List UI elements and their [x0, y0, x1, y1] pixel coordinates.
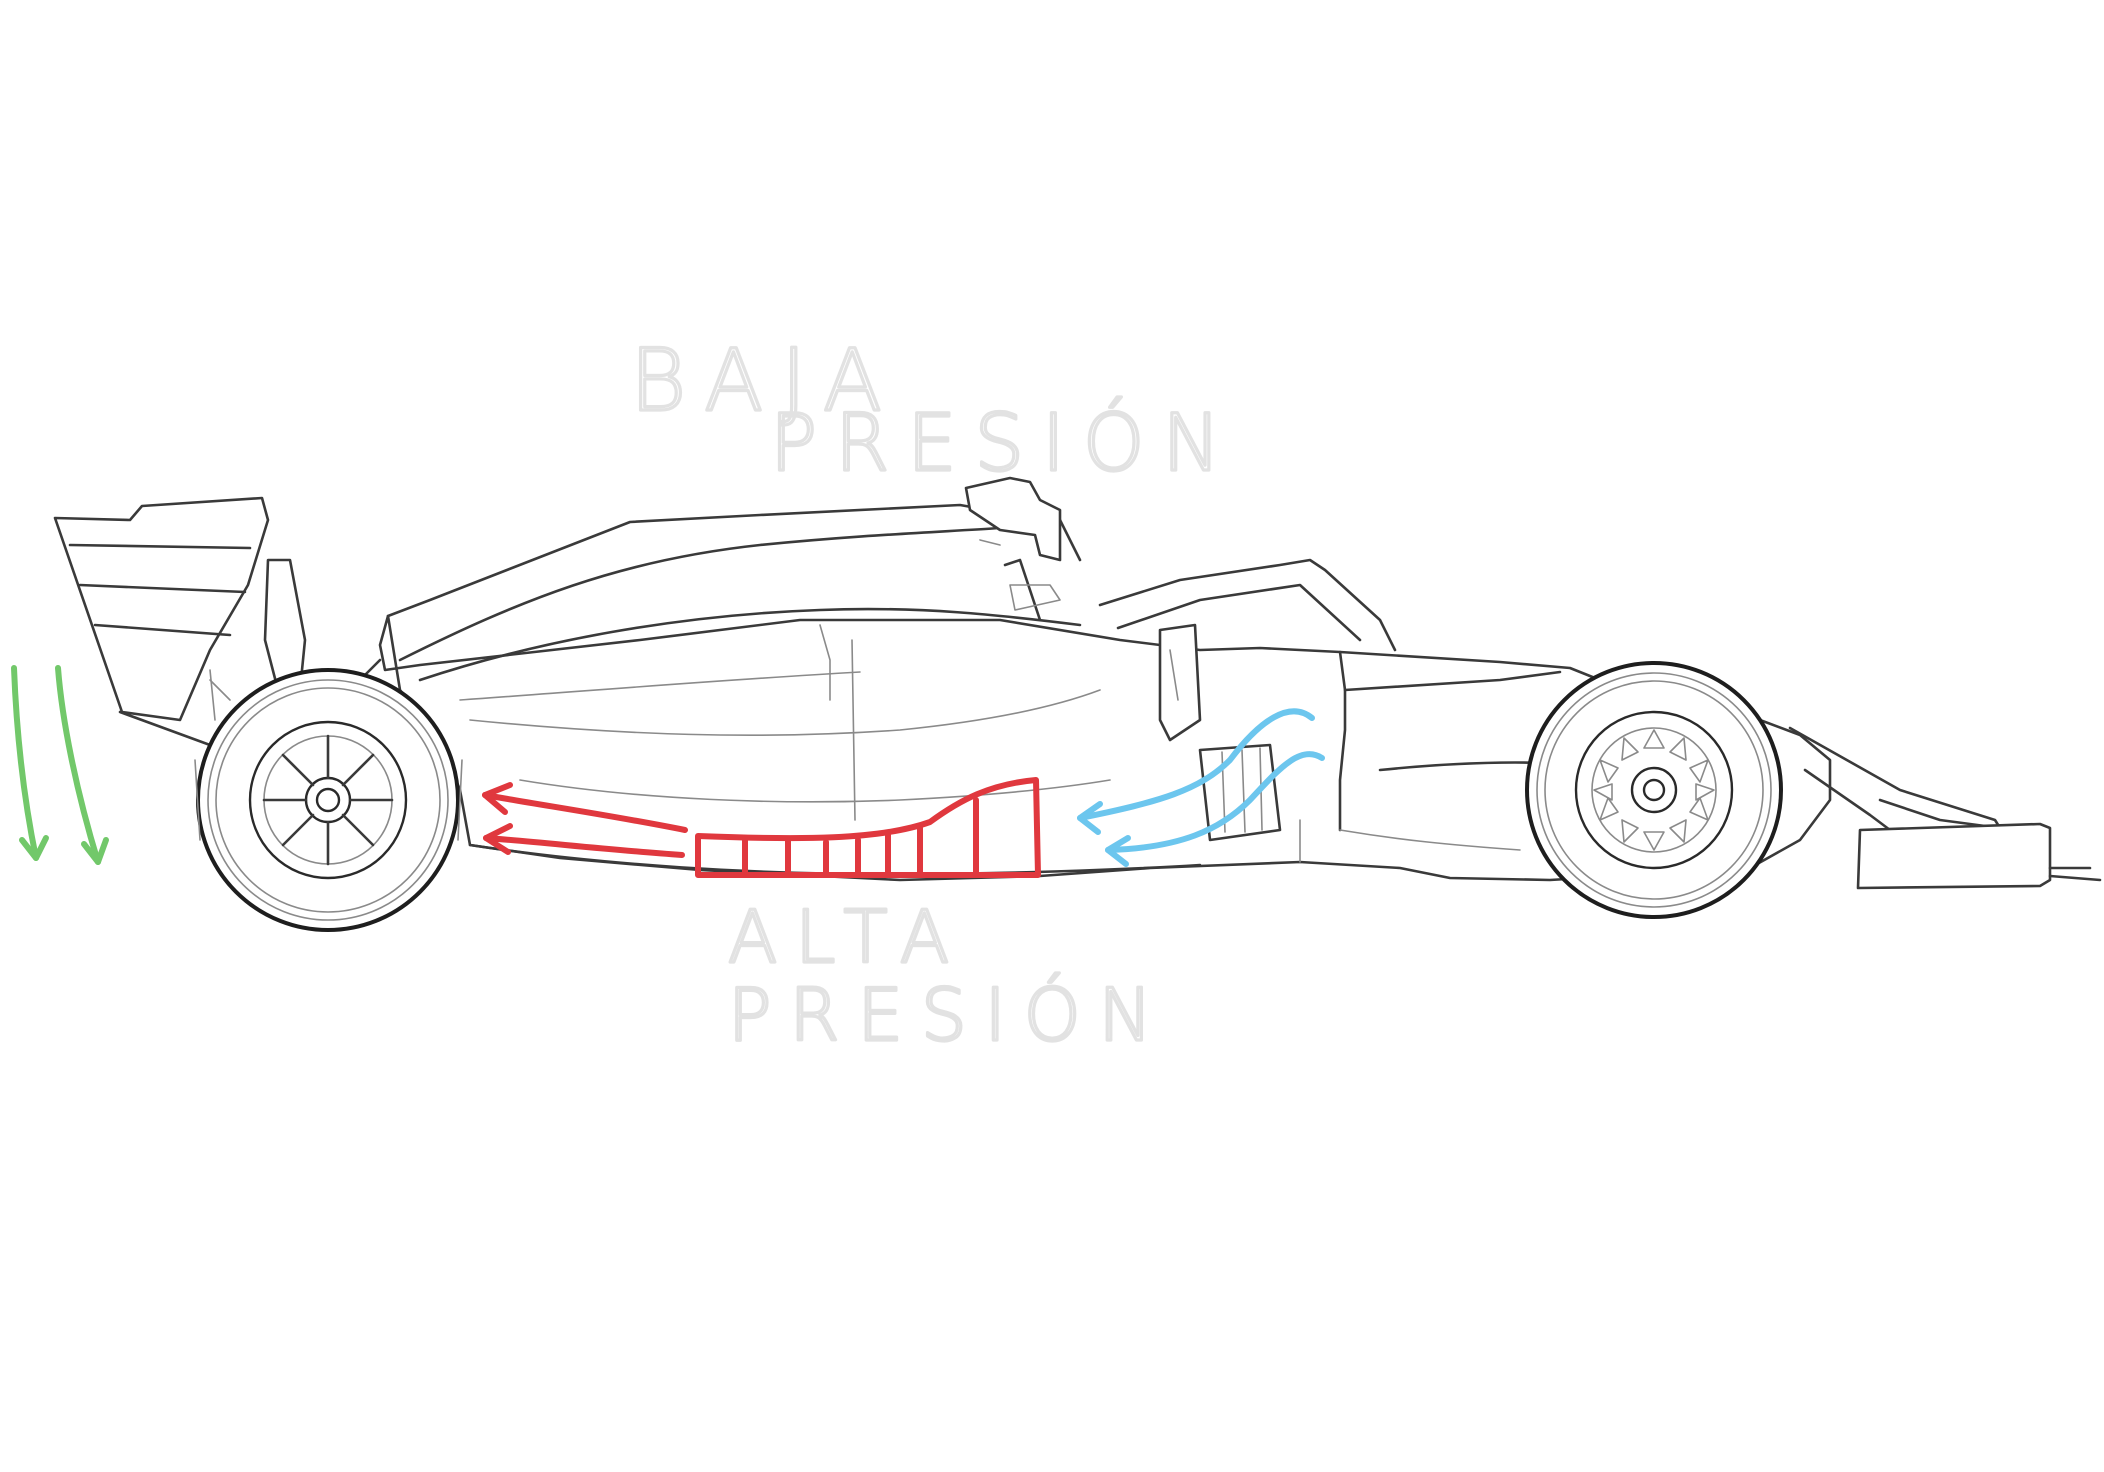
incoming-air-annotation	[1077, 708, 1325, 867]
incoming-air-arrow-upper	[1077, 708, 1315, 821]
flow-out-arrow-upper	[482, 792, 688, 833]
downforce-annotation	[11, 665, 109, 865]
incoming-air-arrow-lower	[1105, 751, 1325, 853]
downforce-arrow-2	[55, 665, 101, 865]
diffuser-channel-outline	[695, 777, 1041, 878]
rear-wheel	[194, 668, 463, 932]
rear-wing	[53, 496, 307, 767]
front-wheel-vents	[1593, 729, 1715, 851]
high-pressure-label: ALTA PRESIÓN	[726, 893, 1170, 1058]
front-wheel	[1525, 661, 1783, 919]
rear-wheel-spokes	[262, 734, 394, 866]
front-wing	[1788, 726, 2102, 890]
car-body	[378, 476, 1832, 882]
flow-out-arrow-lower	[483, 835, 685, 858]
low-pressure-word-2: PRESIÓN	[770, 397, 1239, 489]
high-pressure-word-2: PRESIÓN	[728, 973, 1170, 1057]
downforce-arrow-1	[11, 665, 39, 861]
low-pressure-word-1: BAJA	[630, 331, 900, 431]
underfloor-flow-annotation	[482, 777, 1041, 878]
f1-car	[53, 476, 2102, 932]
low-pressure-label: BAJA PRESIÓN	[628, 329, 1239, 490]
high-pressure-word-1: ALTA	[728, 895, 967, 979]
